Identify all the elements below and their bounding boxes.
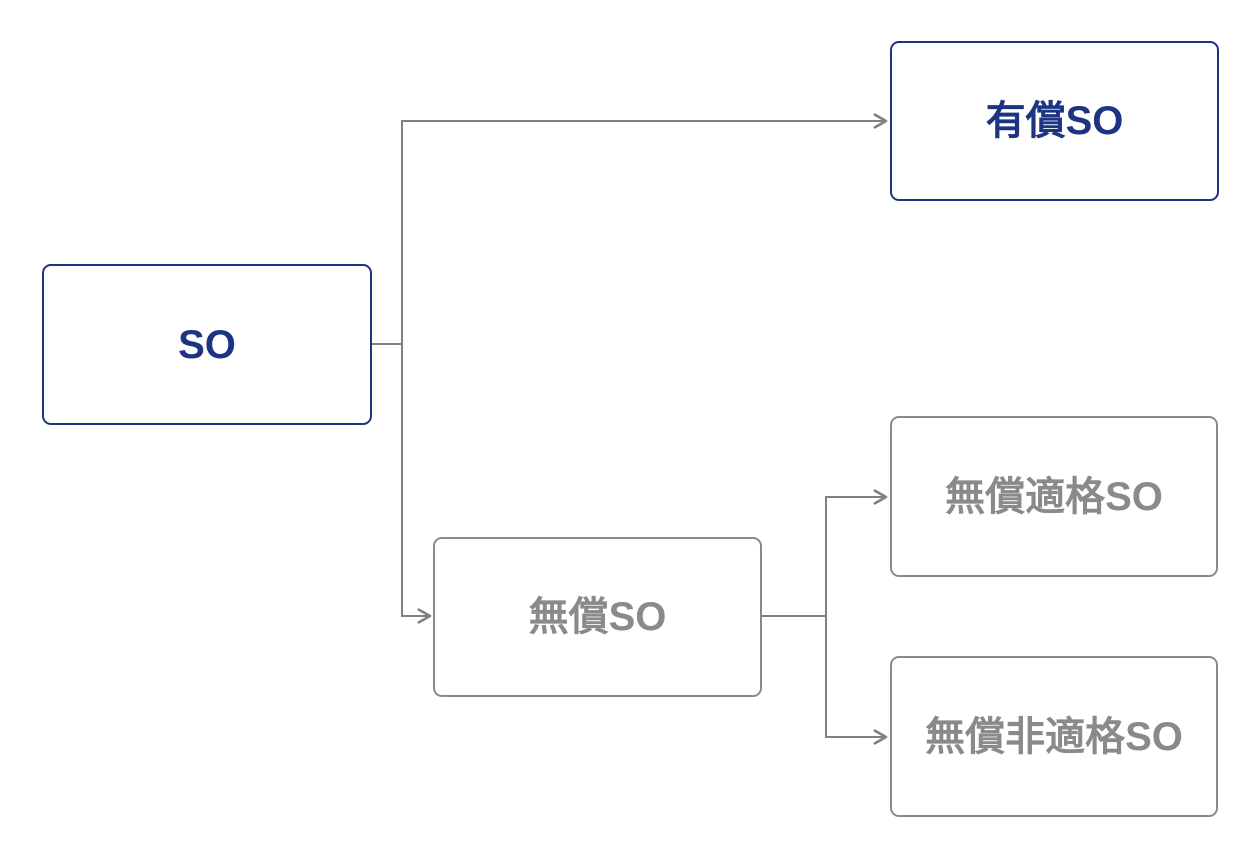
node-musho-so: 無償SO (433, 537, 762, 697)
node-yusho-so: 有償SO (890, 41, 1219, 201)
edge-musho-so-to-musho-tekikaku-so (762, 489, 888, 617)
node-musho-tekikaku-so: 無償適格SO (890, 416, 1218, 577)
edge-musho-so-to-musho-hitekikaku-so (762, 615, 888, 745)
edge-so-to-yusho-so (371, 113, 888, 345)
edge-so-to-musho-so (371, 343, 432, 624)
node-so: SO (42, 264, 372, 425)
node-musho-hitekikaku-so: 無償非適格SO (890, 656, 1218, 817)
